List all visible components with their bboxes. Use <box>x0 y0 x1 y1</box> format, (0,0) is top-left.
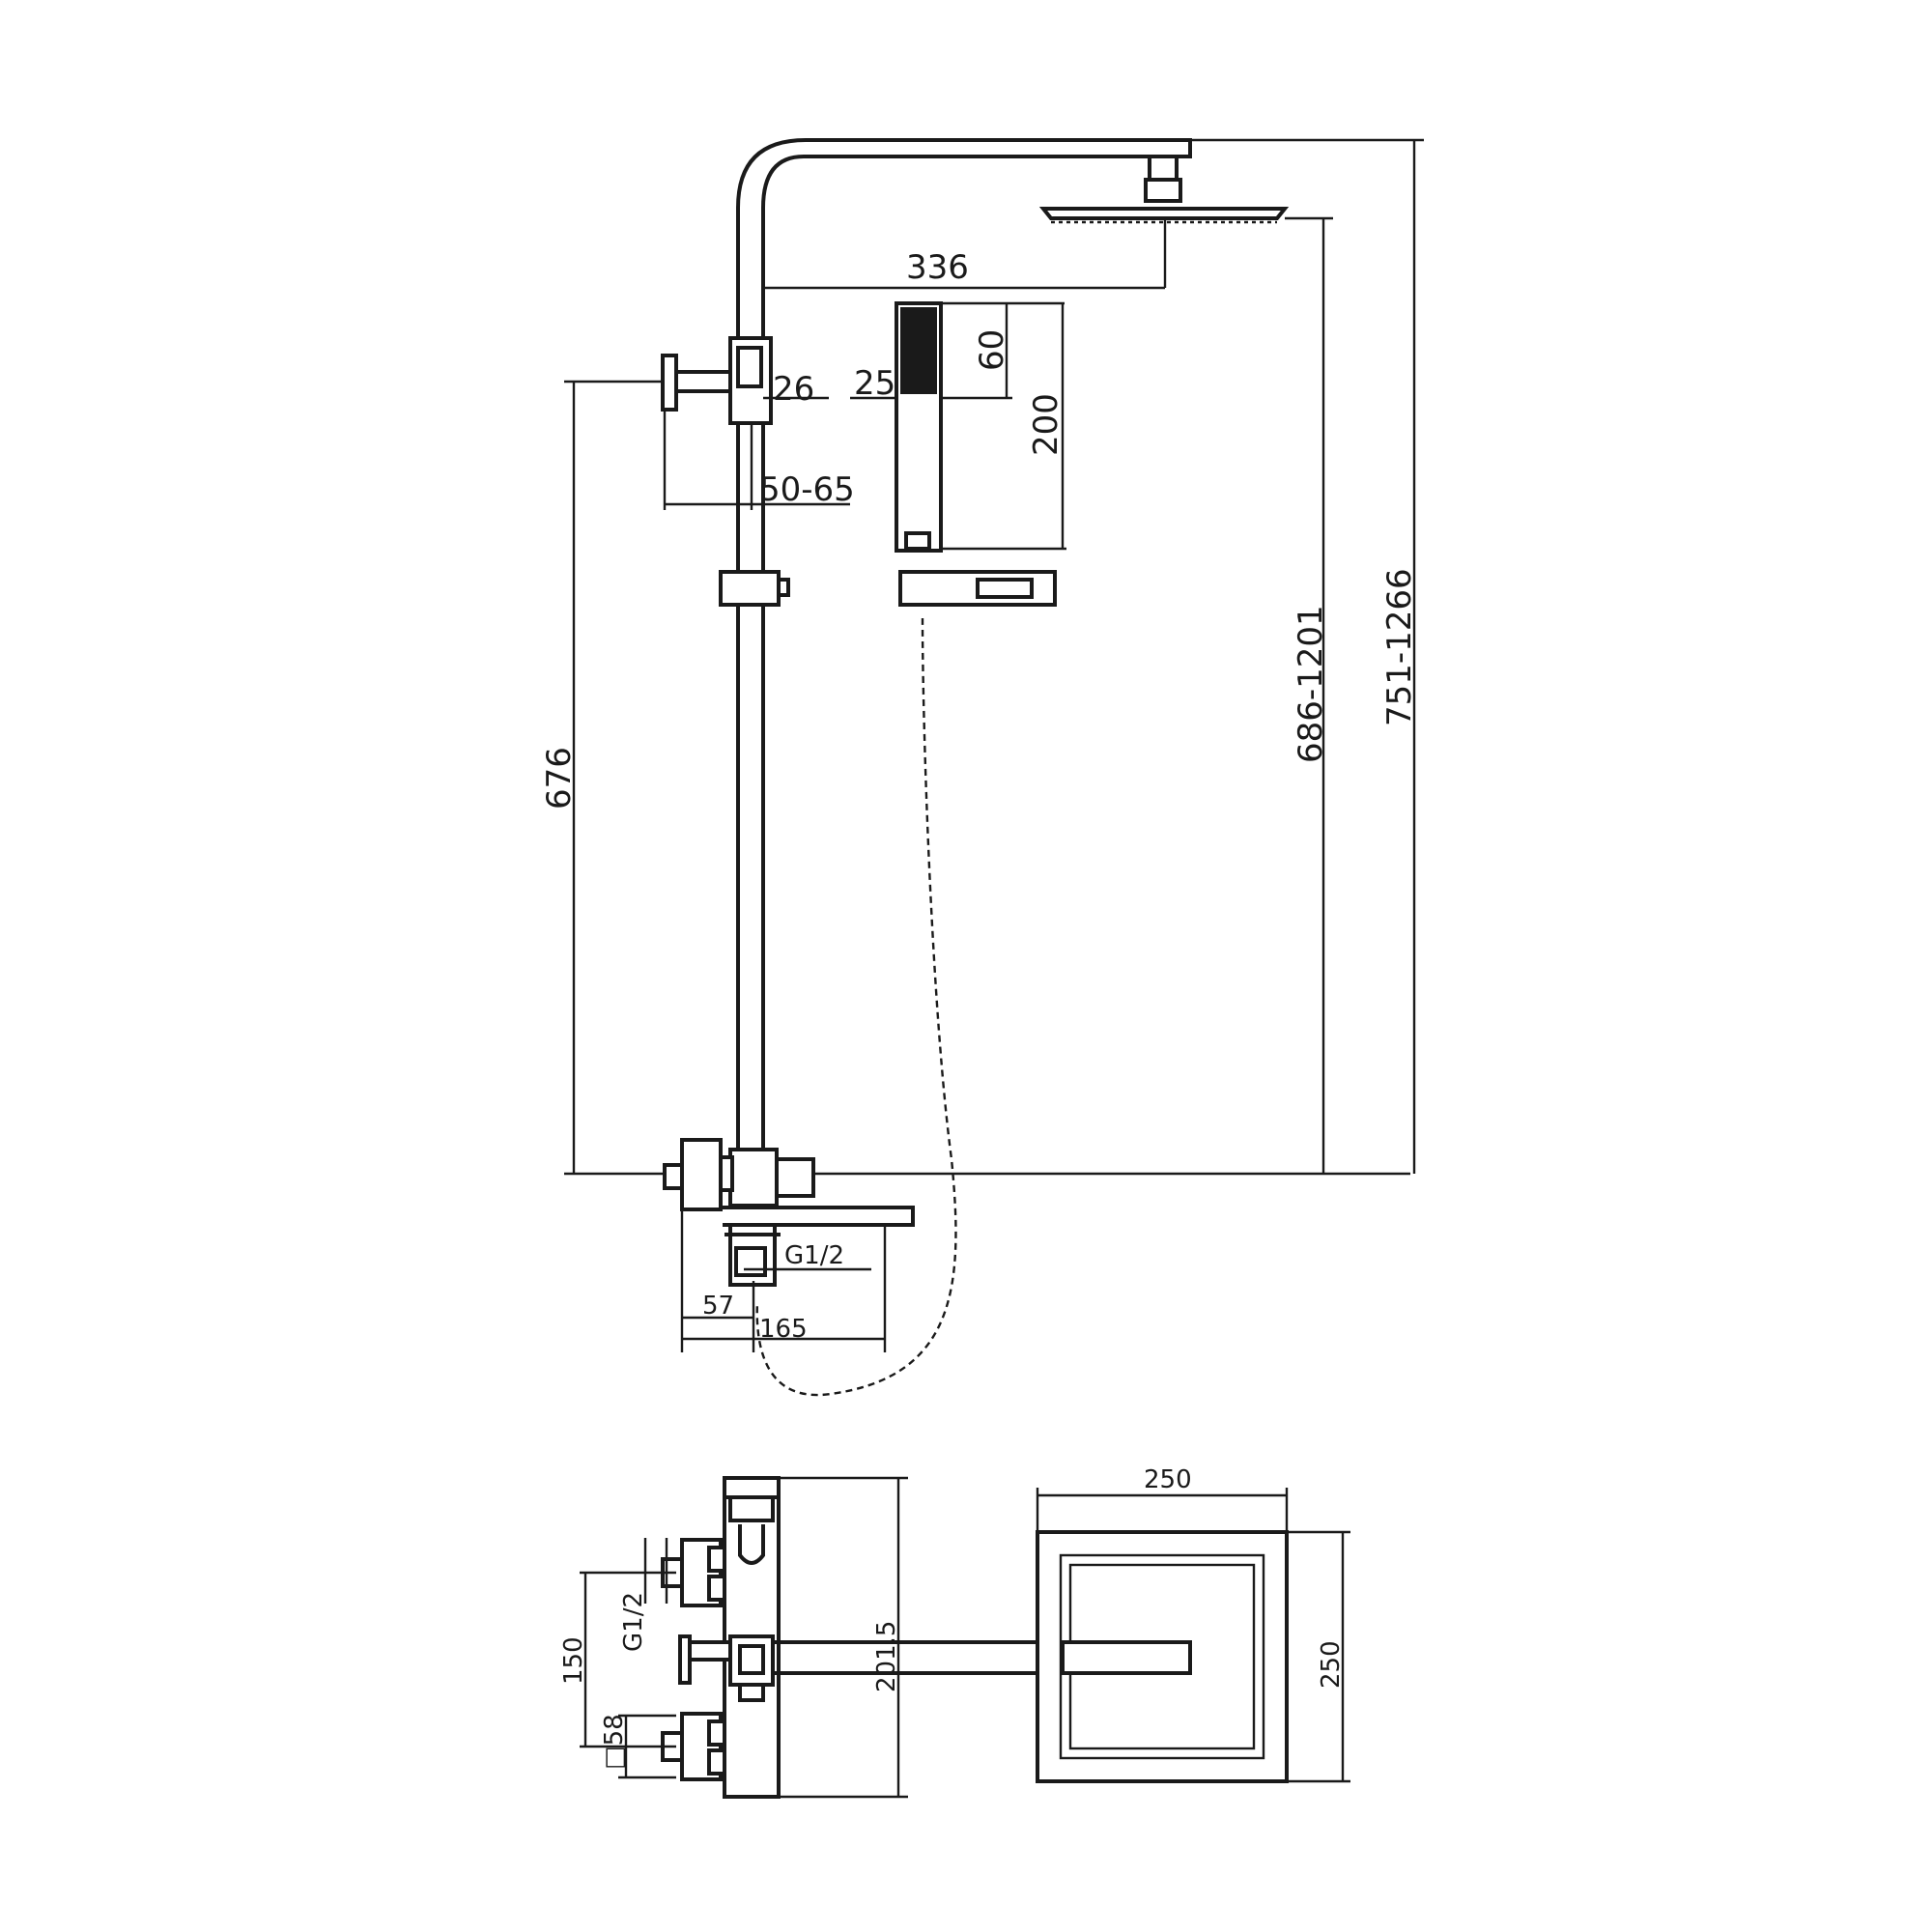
upper-bracket-arm <box>674 370 736 393</box>
dim-line-rail-length <box>564 380 665 1176</box>
handshower-holder-clip <box>736 346 763 388</box>
rainhead-connector <box>1148 155 1179 182</box>
dim-line-inlet-centres <box>580 1571 676 1748</box>
plan-lower-handle-knob2 <box>707 1748 726 1776</box>
label-head-height: 686-1201 <box>1292 605 1330 763</box>
dim-line-head-height <box>813 216 1410 1176</box>
label-plan-depth: 201.5 <box>872 1621 901 1692</box>
dim-line-overall-height <box>1190 138 1424 1174</box>
dim-line-wall-offset <box>663 410 850 510</box>
plan-rainhead-arm-cover <box>1061 1640 1192 1675</box>
dim-line-plan-inlet-thread <box>643 1538 668 1604</box>
label-handshower-length: 200 <box>1027 393 1065 456</box>
label-bracket-offset: 26 <box>773 370 814 409</box>
plan-column-top <box>723 1476 781 1499</box>
mixer-body-right <box>775 1157 815 1198</box>
plan-mixer-inner <box>738 1644 765 1675</box>
rainhead-swivel <box>1144 178 1182 203</box>
plan-mixer-handle <box>684 1640 732 1662</box>
plan-mixer-handle-cap <box>678 1634 692 1685</box>
plan-lower-handle-knob <box>707 1719 726 1747</box>
shower-arm <box>736 138 1192 335</box>
label-handshower-width: 25 <box>854 364 895 403</box>
label-rainhead-depth: 250 <box>1317 1640 1346 1689</box>
label-rainhead-width: 250 <box>1144 1465 1192 1494</box>
label-arm-reach: 336 <box>906 248 969 287</box>
label-escutcheon: □58 <box>600 1714 629 1770</box>
rainhead <box>1038 207 1290 220</box>
label-wall-offset: 50-65 <box>759 470 855 509</box>
dim-line-escutcheon <box>618 1714 676 1779</box>
label-inlet-thread: G1/2 <box>784 1241 844 1270</box>
label-rail-length: 676 <box>540 747 579 810</box>
mixer-handle-stem <box>719 1155 734 1192</box>
hand-shower <box>895 301 943 553</box>
label-inlet-offset: 57 <box>702 1292 734 1321</box>
inlet-fitting <box>734 1246 767 1277</box>
riser-rail <box>736 331 765 1150</box>
plan-upper-handle-knob2 <box>707 1575 726 1602</box>
label-inlet-centres: 150 <box>559 1636 588 1685</box>
upper-bracket-plate <box>661 354 678 412</box>
dim-line-rainhead-depth <box>1287 1530 1350 1783</box>
front-elevation: 336 686-1201 751-1266 676 26 50-65 25 60… <box>540 138 1424 1397</box>
dim-line-arm-reach <box>763 218 1167 290</box>
label-spout-reach: 165 <box>759 1315 808 1344</box>
dim-line-inlet-offset <box>680 1209 755 1352</box>
dim-line-handshower-length <box>941 301 1066 551</box>
mixer-handle-hub <box>680 1138 723 1211</box>
mixer-handle-cap <box>663 1163 684 1190</box>
slide-bracket <box>719 570 781 607</box>
slide-bracket-knob <box>777 578 790 597</box>
label-overall-height: 751-1266 <box>1380 568 1419 726</box>
plan-bracket <box>728 1495 775 1522</box>
dim-line-rainhead-width <box>1036 1488 1289 1532</box>
dim-line-handshower-head <box>941 301 1063 398</box>
mixer-body <box>728 1148 779 1208</box>
dim-line-plan-depth <box>779 1476 908 1799</box>
dim-line-spout-reach <box>682 1225 887 1352</box>
bath-spout <box>723 1206 915 1227</box>
label-plan-inlet-thread: G1/2 <box>619 1592 648 1652</box>
plan-view: 250 250 201.5 150 G1/2 □58 <box>559 1465 1350 1799</box>
label-handshower-head: 60 <box>973 329 1011 371</box>
plan-mixer-bottom <box>738 1683 765 1702</box>
plan-upper-handle-knob <box>707 1546 726 1573</box>
soap-tray-slot <box>976 578 1034 599</box>
shower-hose <box>755 617 957 1397</box>
plan-hook <box>738 1524 765 1565</box>
